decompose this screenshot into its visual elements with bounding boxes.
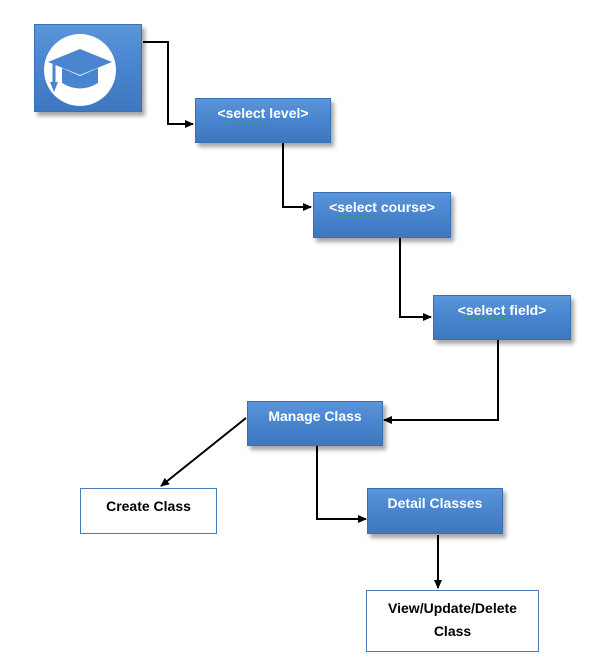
- manage-class-label: Manage Class: [268, 408, 362, 424]
- view-update-delete-line2: Class: [433, 623, 472, 639]
- create-class-label: Create Class: [106, 498, 191, 514]
- select-level-box[interactable]: <select level>: [195, 98, 331, 143]
- select-field-box[interactable]: <select field>: [433, 295, 571, 340]
- select-level-label: <select level>: [217, 105, 309, 123]
- manage-class-box[interactable]: Manage Class: [247, 401, 383, 446]
- logo-box: [34, 24, 142, 112]
- view-update-delete-line1: View/Update/Delete: [388, 600, 517, 616]
- arrow-manage-to-detail: [316, 446, 367, 523]
- view-update-delete-label: View/Update/Delete Class: [367, 597, 538, 643]
- select-field-label: <select field>: [457, 302, 547, 320]
- select-course-box[interactable]: <select course>: [313, 192, 451, 238]
- arrow-course-to-field: [399, 238, 432, 321]
- create-class-box[interactable]: Create Class: [80, 488, 217, 534]
- arrow-manage-to-create: [160, 417, 247, 487]
- arrow-logo-to-level: [143, 41, 194, 128]
- select-course-label: <select course>: [329, 199, 435, 217]
- arrow-level-to-course: [282, 143, 312, 211]
- detail-classes-label: Detail Classes: [387, 495, 483, 511]
- detail-classes-box[interactable]: Detail Classes: [367, 488, 503, 534]
- graduation-cap-icon: [44, 34, 116, 106]
- view-update-delete-box[interactable]: View/Update/Delete Class: [366, 590, 539, 652]
- arrow-field-to-manage: [383, 340, 499, 424]
